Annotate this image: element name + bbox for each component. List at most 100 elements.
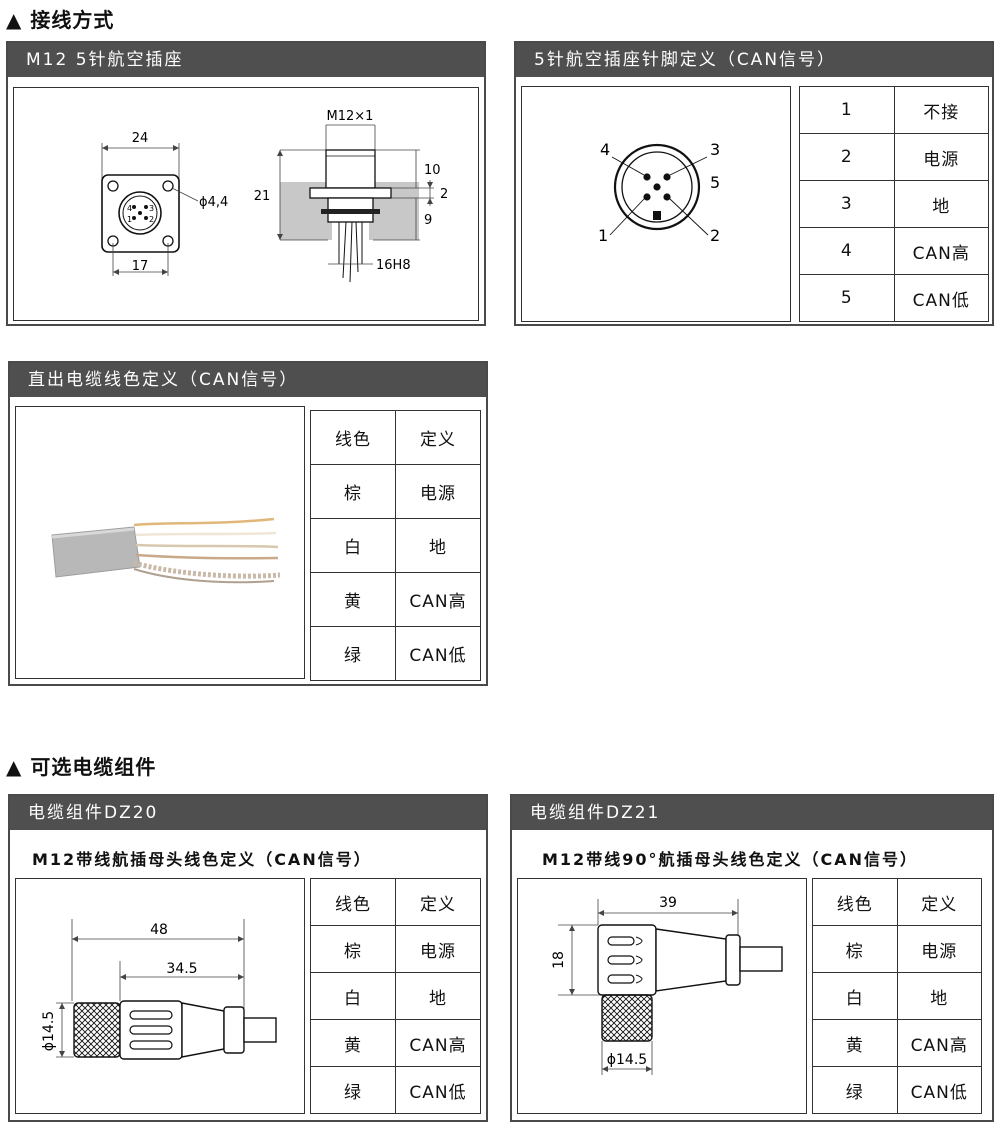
header-definition: 定义: [896, 878, 982, 926]
dz20-drawing: 48 34.5 ϕ14.5: [41, 919, 277, 1060]
cable-panel-title: 直出电缆线色定义（CAN信号）: [10, 363, 486, 397]
dim-width-24: 24: [132, 131, 149, 146]
wire-definition: CAN低: [395, 626, 481, 681]
pin-definition: 不接: [893, 86, 989, 134]
dz21-drawing-frame: 39 18 ϕ14.5: [517, 878, 807, 1114]
pin-4-dot: [643, 173, 651, 181]
dz20-panel: 电缆组件DZ20 M12带线航插母头线色定义（CAN信号） 48 34.5: [8, 794, 488, 1122]
wire-definition: 电源: [896, 925, 982, 973]
dz20-panel-title: 电缆组件DZ20: [10, 796, 486, 830]
dz21-drawing: 39 18 ϕ14.5: [551, 895, 783, 1075]
table-row: 白地: [310, 972, 481, 1020]
wire-color: 棕: [310, 464, 396, 519]
pin-5-dot: [653, 183, 661, 191]
connector-drawing: 24 4 3 1 2 ϕ4,4 17 M12×1: [101, 109, 448, 283]
table-row: 棕电源: [310, 925, 481, 973]
connector-panel-title: M12 5针航空插座: [8, 43, 484, 77]
connector-drawing-frame: 24 4 3 1 2 ϕ4,4 17 M12×1: [13, 87, 479, 321]
table-row: 白地: [310, 518, 481, 573]
pin-number: 4: [799, 227, 895, 275]
dim-bore: 16H8: [376, 258, 411, 273]
wire-definition: 电源: [395, 464, 481, 519]
cable-photo-frame: [15, 406, 305, 679]
table-row: 线色定义: [310, 878, 481, 926]
dim-dia-14-5: ϕ14.5: [41, 1011, 57, 1051]
dim-length-48: 48: [150, 922, 168, 938]
pin-label-1: 1: [598, 226, 608, 245]
face-pin-3: 3: [149, 204, 154, 213]
table-row: 棕电源: [812, 925, 982, 973]
wire-definition: CAN高: [896, 1019, 982, 1067]
pin-definition: 地: [893, 180, 989, 228]
pin-panel-title: 5针航空插座针脚定义（CAN信号）: [516, 43, 992, 77]
table-row: 白地: [812, 972, 982, 1020]
pin-number: 5: [799, 274, 895, 322]
pin-label-4: 4: [600, 140, 610, 159]
dim-thread: M12×1: [327, 109, 374, 124]
pin-number: 1: [799, 86, 895, 134]
dim-dia-14-5: ϕ14.5: [607, 1052, 647, 1068]
dz21-subtitle: M12带线90°航插母头线色定义（CAN信号）: [542, 850, 918, 869]
wire-color: 黄: [812, 1019, 898, 1067]
pin-label-2: 2: [710, 226, 720, 245]
knurled-nut: [601, 994, 653, 1042]
dz21-panel-title: 电缆组件DZ21: [512, 796, 992, 830]
wire-color: 白: [310, 972, 396, 1020]
dz20-drawing-frame: 48 34.5 ϕ14.5: [15, 878, 305, 1114]
pin-3-dot: [663, 173, 671, 181]
section-title-wiring: ▲ 接线方式: [6, 8, 115, 32]
dim-d9: 9: [424, 213, 432, 228]
dim-height-18: 18: [551, 951, 567, 969]
wire-definition: CAN低: [395, 1066, 481, 1114]
flange-square: [101, 174, 180, 253]
table-row: 棕电源: [310, 464, 481, 519]
dz21-panel: 电缆组件DZ21 M12带线90°航插母头线色定义（CAN信号） 39 18: [510, 794, 994, 1122]
face-pin-2: 2: [149, 215, 154, 224]
wire-color: 棕: [812, 925, 898, 973]
wire-color: 白: [310, 518, 396, 573]
section-title-optional-cables: ▲ 可选电缆组件: [6, 755, 157, 779]
header-definition: 定义: [395, 878, 481, 926]
wire-color: 白: [812, 972, 898, 1020]
dim-d2: 2: [440, 187, 448, 202]
dim-d10: 10: [424, 163, 441, 178]
wire-definition: CAN低: [896, 1066, 982, 1114]
pin-diagram: 4 3 5 1 2: [598, 140, 720, 245]
wire-definition: 电源: [395, 925, 481, 973]
header-color: 线色: [310, 410, 396, 465]
dim-hole: ϕ4,4: [199, 195, 228, 210]
wire-definition: 地: [896, 972, 982, 1020]
dim-inner-17: 17: [132, 259, 149, 274]
pin-definition: CAN低: [893, 274, 989, 322]
pin-definition: CAN高: [893, 227, 989, 275]
wire-definition: 地: [395, 972, 481, 1020]
header-definition: 定义: [395, 410, 481, 465]
cable-photo: [51, 517, 281, 584]
knurled-nut: [73, 1002, 121, 1058]
dim-body-34-5: 34.5: [166, 961, 197, 977]
wire-definition: CAN高: [395, 1019, 481, 1067]
connector-panel: M12 5针航空插座 24: [6, 41, 486, 326]
pin-number: 3: [799, 180, 895, 228]
pin-definition: 电源: [893, 133, 989, 181]
pin-label-3: 3: [710, 140, 720, 159]
wire-color: 黄: [310, 1019, 396, 1067]
dz20-subtitle: M12带线航插母头线色定义（CAN信号）: [32, 850, 372, 869]
face-pin-1: 1: [127, 215, 132, 224]
wire-color: 黄: [310, 572, 396, 627]
pin-label-5: 5: [710, 173, 720, 192]
wire-color: 绿: [310, 626, 396, 681]
